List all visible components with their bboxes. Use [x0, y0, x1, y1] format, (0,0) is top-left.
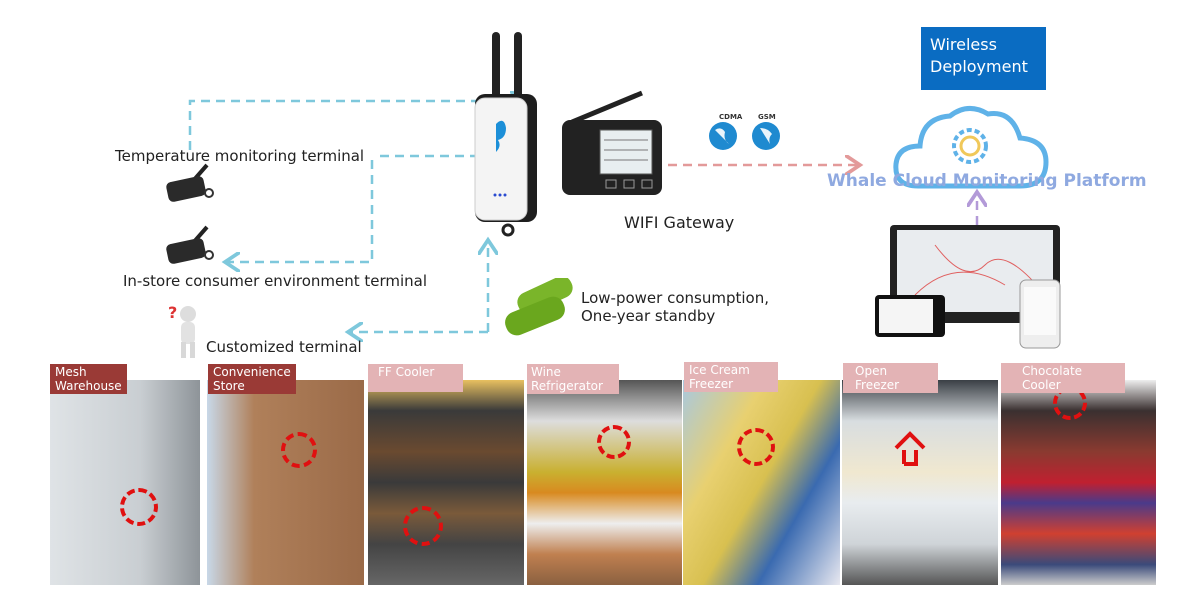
scene-tag-line1: Open — [855, 364, 888, 378]
battery-line2: One-year standby — [581, 307, 716, 325]
person-question-icon: ? — [166, 302, 206, 360]
instore-terminal-label: In-store consumer environment terminal — [123, 272, 428, 290]
deployment-line2: Deployment — [930, 57, 1028, 76]
wifi-gateway-icon — [558, 88, 668, 198]
monitor-devices-icon — [875, 225, 1075, 350]
platform-title: Whale Cloud Monitoring Platform — [827, 171, 1147, 191]
scene-open-freezer — [842, 380, 998, 585]
cloud-gear-icon — [888, 98, 1058, 194]
scene-ff-cooler — [368, 380, 524, 585]
hub-device-icon — [470, 32, 545, 237]
scene-wine-refrigerator — [527, 380, 682, 585]
scene-tag-wine-refrigerator: Wine Refrigerator — [527, 364, 619, 394]
scene-tag-line1: Chocolate — [1022, 364, 1083, 378]
scene-tag-open-freezer: Open Freezer — [843, 363, 938, 393]
scene-ice-cream-freezer — [683, 380, 840, 585]
scene-mesh-warehouse — [50, 380, 200, 585]
svg-text:?: ? — [168, 303, 177, 322]
sensor-marker — [737, 428, 775, 466]
deployment-line1: Wireless — [930, 35, 997, 54]
temperature-terminal-label: Temperature monitoring terminal — [115, 147, 365, 165]
wifi-gateway-label: WIFI Gateway — [624, 213, 735, 232]
scene-tag-line1: Ice Cream — [689, 363, 750, 377]
customized-terminal-label: Customized terminal — [206, 338, 362, 356]
scene-tag-line1: FF Cooler — [378, 365, 435, 379]
scene-tag-line2: Warehouse — [55, 379, 122, 393]
scene-tag-line2: Freezer — [855, 378, 900, 392]
scene-tag-line2: Cooler — [1022, 378, 1061, 392]
scene-convenience-store — [207, 380, 364, 585]
scene-chocolate-cooler — [1001, 380, 1156, 585]
scene-tag-ff-cooler: FF Cooler — [368, 364, 463, 392]
sensor-marker — [120, 488, 158, 526]
gsm-badge: GSM — [758, 113, 776, 121]
scene-tag-line1: Mesh — [55, 365, 87, 379]
up-arrow-marker-icon — [890, 430, 930, 470]
sensor-marker — [597, 425, 631, 459]
scene-tag-line1: Convenience — [213, 365, 291, 379]
scene-tag-line2: Store — [213, 379, 245, 393]
scene-tag-mesh-warehouse: Mesh Warehouse — [50, 364, 127, 394]
cdma-badge: CDMA — [719, 113, 743, 121]
scene-tag-convenience-store: Convenience Store — [208, 364, 296, 394]
scene-tag-line2: Freezer — [689, 377, 734, 391]
cdma-globe-icon: CDMA — [705, 110, 745, 152]
scene-tag-line2: Refrigerator — [531, 379, 603, 393]
link-instore — [225, 160, 374, 262]
battery-icon — [498, 276, 580, 348]
battery-line1: Low-power consumption, — [581, 289, 769, 307]
scene-tag-chocolate-cooler: Chocolate Cooler — [1001, 363, 1125, 393]
wireless-deployment-box: Wireless Deployment — [921, 27, 1046, 90]
scene-tag-line1: Wine — [531, 365, 561, 379]
instore-sensor-icon — [163, 225, 219, 267]
sensor-marker — [281, 432, 317, 468]
scene-tag-ice-cream-freezer: Ice Cream Freezer — [684, 362, 778, 392]
sensor-marker — [403, 506, 443, 546]
gsm-globe-icon: GSM — [748, 110, 788, 152]
temperature-sensor-icon — [163, 163, 219, 205]
